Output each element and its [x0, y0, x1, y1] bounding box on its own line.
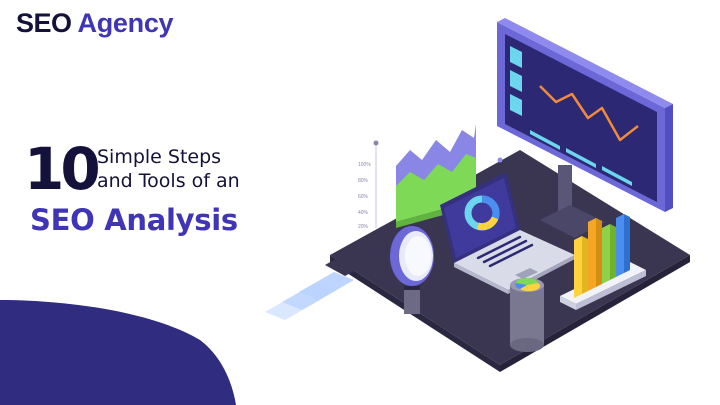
bar-chart-3d	[560, 214, 646, 310]
scale-label-100: 100%	[358, 162, 371, 168]
laptop	[440, 172, 575, 294]
headline-number: 10	[24, 135, 101, 203]
headline-line-3: SEO Analysis	[30, 203, 238, 237]
brand-logo: SEO Agency	[16, 8, 174, 39]
donut-chart	[464, 195, 500, 231]
scale-label-80: 80%	[358, 178, 369, 184]
bottom-left-blob	[0, 300, 236, 405]
headline-line-2: and Tools of an	[97, 170, 240, 192]
percent-scale: 100% 80% 60% 40% 20%	[358, 140, 379, 230]
monitor	[497, 18, 673, 212]
headline-line-1: Simple Steps	[97, 146, 222, 168]
brand-word-seo: SEO	[16, 8, 72, 38]
scale-label-60: 60%	[358, 194, 369, 200]
cylinder-database	[510, 278, 544, 352]
scale-label-40: 40%	[358, 210, 369, 216]
brand-word-agency: Agency	[77, 8, 174, 38]
magnifier-icon	[390, 226, 434, 314]
monitor-line-chart	[539, 85, 639, 142]
arrow-chevrons	[265, 272, 354, 320]
scale-label-20: 20%	[358, 224, 369, 230]
